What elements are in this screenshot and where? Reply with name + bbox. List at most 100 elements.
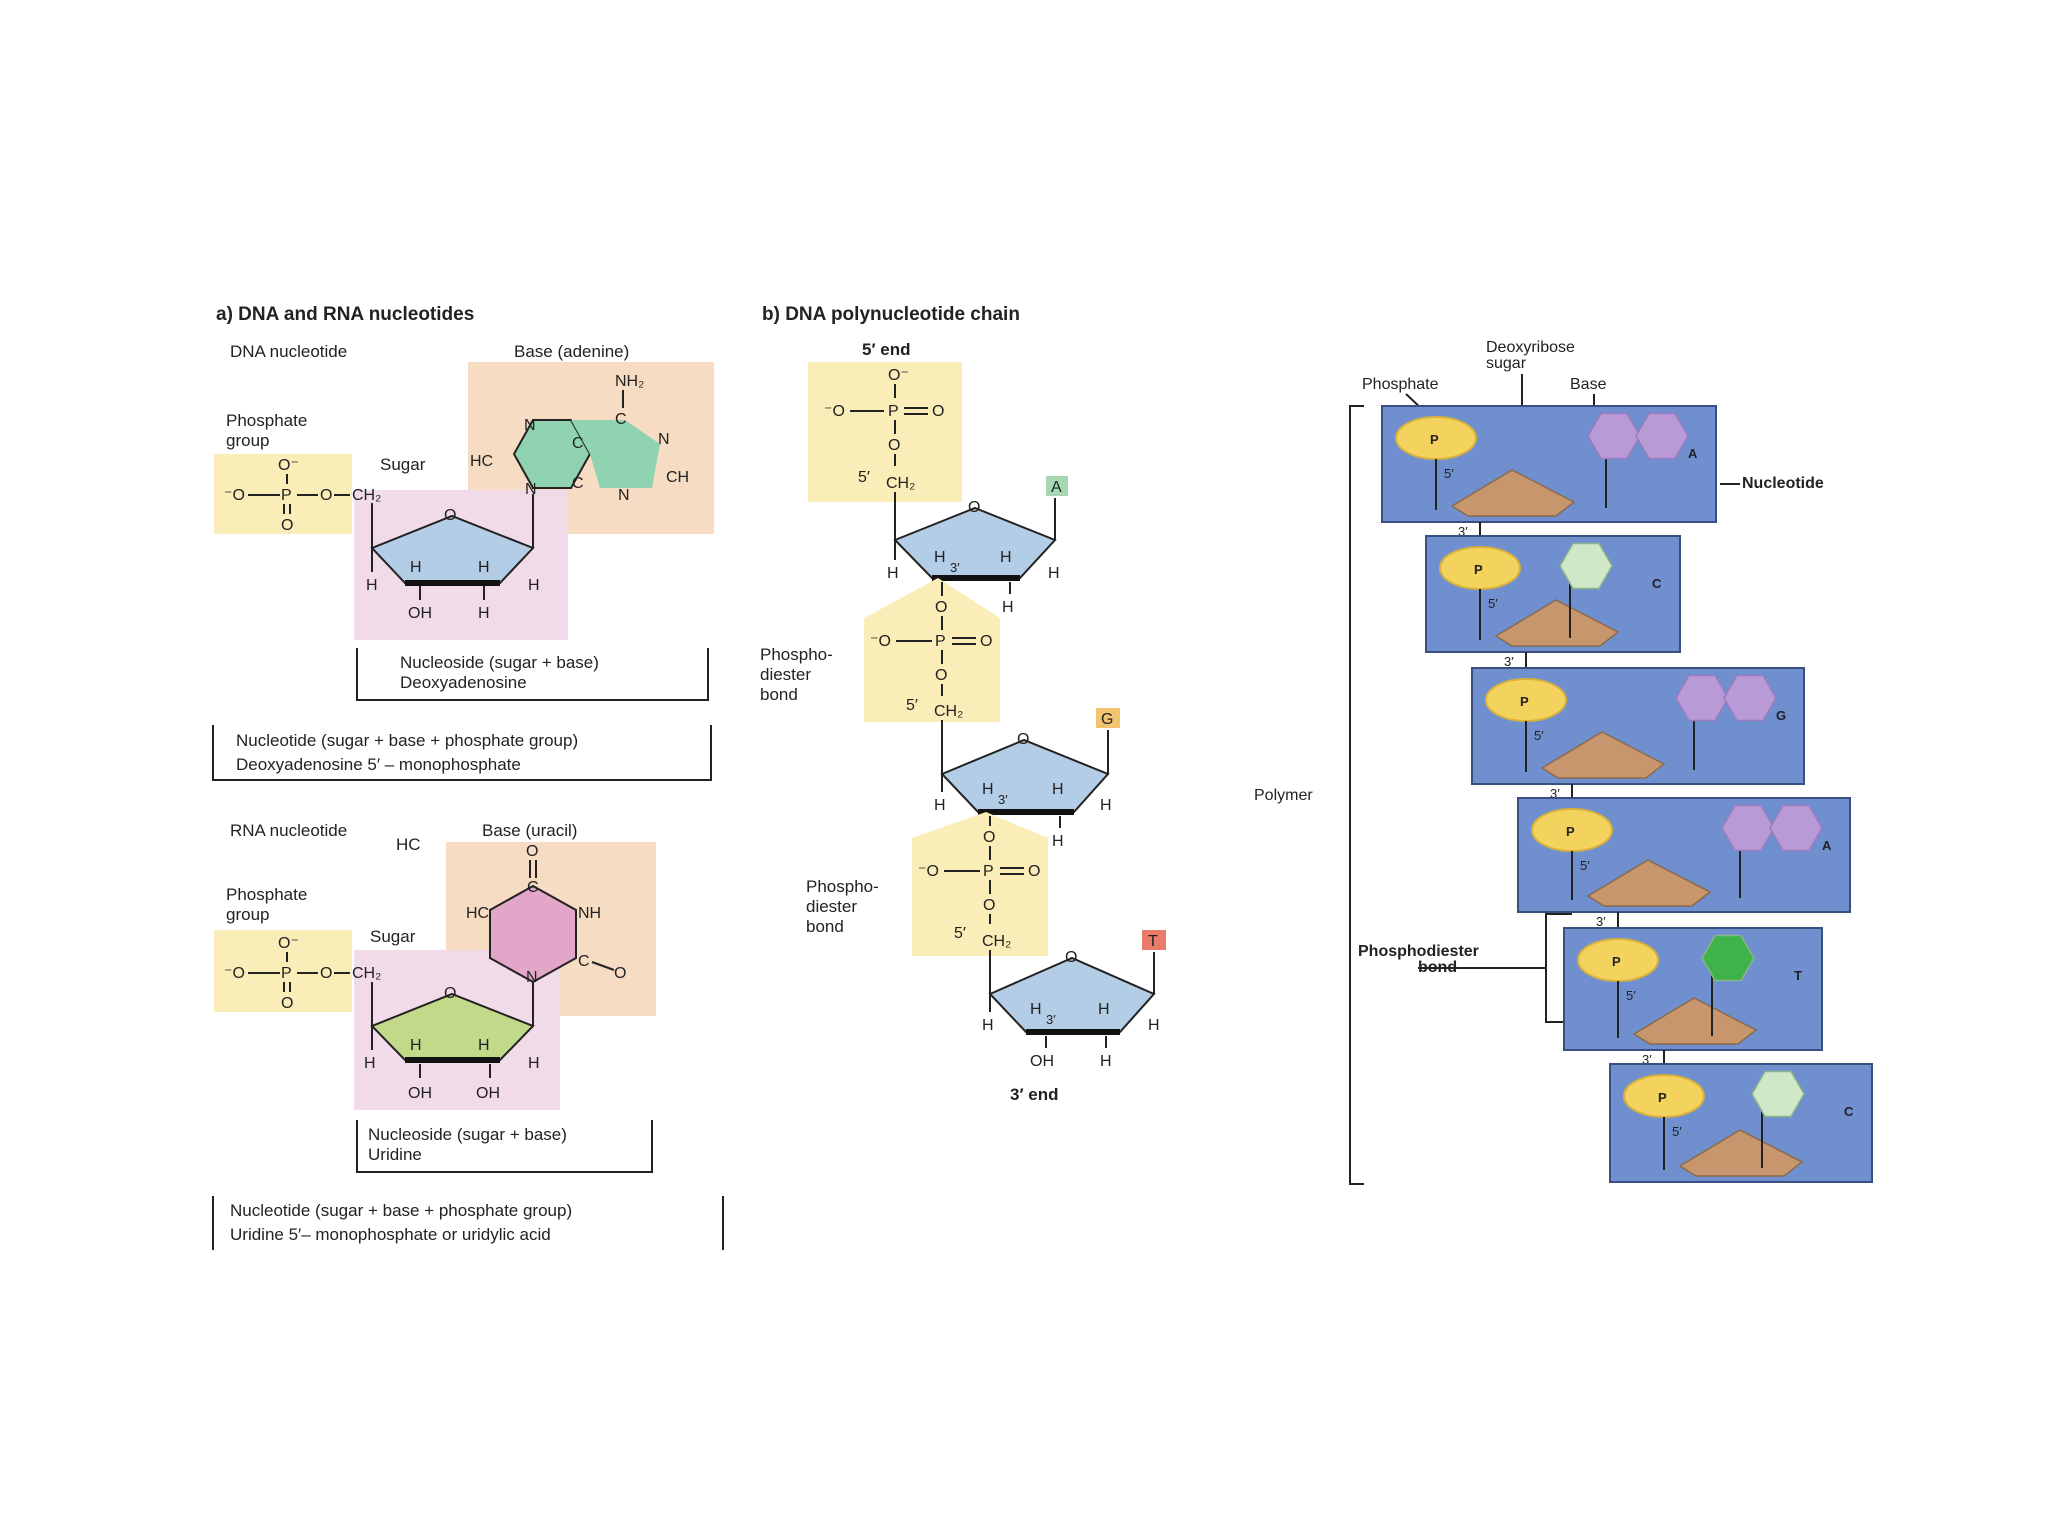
- dna-nucleoside-line-1: Nucleoside (sugar + base): [400, 653, 599, 672]
- dna-h-c1: H: [528, 577, 540, 594]
- chain-p1-bridge-o: O: [888, 437, 900, 454]
- dna-phosphorus: P: [281, 487, 292, 504]
- uracil-ring: [489, 884, 577, 984]
- rna-nucleotide-label: RNA nucleotide: [230, 821, 347, 840]
- rna-ch2: CH₂: [352, 965, 381, 982]
- sugar-pentagon-1: [1450, 469, 1576, 517]
- five-prime-end-label: 5′ end: [862, 340, 910, 359]
- base-letter-5: T: [1794, 968, 1802, 983]
- chain-p2-five-prime: 5′: [906, 697, 918, 714]
- adenine-n9: N: [525, 481, 537, 498]
- bond-label-1-line-3: bond: [760, 685, 798, 704]
- chain-p1-five-prime: 5′: [858, 469, 870, 486]
- chain-s2-three-prime: 3′: [998, 792, 1008, 807]
- uracil-nh: NH: [578, 905, 601, 922]
- dna-sugar-label: Sugar: [380, 455, 426, 474]
- chain-phosphate-1-background: [808, 362, 962, 502]
- chain-sugar-1: O H H H 3′ H H A: [887, 476, 1068, 616]
- dna-ch2: CH₂: [352, 487, 381, 504]
- bond-label-1-line-2: diester: [760, 665, 811, 684]
- adenine-hc8: HC: [470, 453, 493, 470]
- adenine-c5: C: [572, 435, 584, 452]
- deoxyribose-label-1: Deoxyribose: [1486, 339, 1575, 356]
- dna-nucleotide-line-2: Deoxyadenosine 5′ – monophosphate: [236, 755, 521, 774]
- base-hex-a-4: [1721, 804, 1775, 852]
- panel-c: Deoxyribose sugar Phosphate Base Nucleot…: [1254, 339, 1873, 1185]
- chain-p3-phosphorus: P: [983, 863, 994, 880]
- chain-p3-ch2: CH₂: [982, 933, 1011, 950]
- dna-phosphate-background: [214, 454, 352, 534]
- chain-base-tag-a: [1046, 476, 1068, 496]
- base-letter-2: C: [1652, 576, 1662, 591]
- base-letter-6: C: [1844, 1104, 1854, 1119]
- rna-sugar-label: Sugar: [370, 927, 416, 946]
- base-label: Base: [1570, 376, 1607, 393]
- dna-phosphate-label-2: group: [226, 431, 269, 450]
- base-hex-2: [1559, 542, 1613, 590]
- chain-s2-h-c2: H: [1052, 781, 1064, 798]
- chain-p2-phosphorus: P: [935, 633, 946, 650]
- rna-h-c3: H: [410, 1037, 422, 1054]
- bond-label-2-line-3: bond: [806, 917, 844, 936]
- dna-o-minus: O⁻: [278, 457, 299, 474]
- phosphate-p-2: P: [1474, 562, 1483, 577]
- bond-label-2-line-2: diester: [806, 897, 857, 916]
- chain-s1-ring-o: O: [968, 499, 980, 516]
- chain-base-tag-g: [1096, 708, 1120, 728]
- rna-h-c1: H: [528, 1055, 540, 1072]
- five-prime-2: 5′: [1488, 596, 1498, 611]
- dna-base-label: Base (adenine): [514, 342, 629, 361]
- deoxyribose-label-2: sugar: [1486, 355, 1527, 372]
- dna-h-c3-up: H: [410, 559, 422, 576]
- uracil-base: O C HC NH C O N: [466, 843, 626, 986]
- chain-s3-h-c2: H: [1098, 1001, 1110, 1018]
- base-hex-6: [1751, 1070, 1805, 1118]
- three-prime-end-label: 3′ end: [1010, 1085, 1058, 1104]
- rna-o-minus: O⁻: [278, 935, 299, 952]
- rna-base-label: Base (uracil): [482, 821, 577, 840]
- chain-p2-o-top: O: [935, 599, 947, 616]
- chain-s2-ring-o: O: [1017, 731, 1029, 748]
- rna-oh-c2: OH: [476, 1085, 500, 1102]
- base-hex-a-3: [1675, 674, 1729, 722]
- dna-nucleotide-line-1: Nucleotide (sugar + base + phosphate gro…: [236, 731, 578, 750]
- three-prime-3: 3′: [1550, 786, 1560, 801]
- adenine-nh2: NH₂: [615, 373, 644, 390]
- base-letter-3: G: [1776, 708, 1786, 723]
- chain-s3-h-right: H: [1148, 1017, 1160, 1034]
- chain-s3-h-down: H: [1100, 1053, 1112, 1070]
- chain-s1-h-c2: H: [1000, 549, 1012, 566]
- chain-p2-double-o: O: [980, 633, 992, 650]
- base-hex-b-1: [1635, 412, 1689, 460]
- chain-s2-h-left: H: [934, 797, 946, 814]
- five-prime-3: 5′: [1534, 728, 1544, 743]
- rna-h-c2: H: [478, 1037, 490, 1054]
- chain-s3-ring-o: O: [1065, 949, 1077, 966]
- dna-nucleotide-label: DNA nucleotide: [230, 342, 347, 361]
- rna-oh-c3: OH: [408, 1085, 432, 1102]
- adenine-n7: N: [524, 417, 536, 434]
- uracil-c2: C: [578, 953, 590, 970]
- five-prime-1: 5′: [1444, 466, 1454, 481]
- dna-h-c4: H: [366, 577, 378, 594]
- sugar-pentagon-3: [1540, 731, 1666, 779]
- rna-nucleotide-line-1: Nucleotide (sugar + base + phosphate gro…: [230, 1201, 572, 1220]
- rna-nucleoside-line-1: Nucleoside (sugar + base): [368, 1125, 567, 1144]
- chain-s1-h-c3: H: [934, 549, 946, 566]
- nucleotide-label: Nucleotide: [1742, 475, 1824, 492]
- chain-base-t: T: [1148, 933, 1158, 950]
- three-prime-2: 3′: [1504, 654, 1514, 669]
- phosphate-label: Phosphate: [1362, 376, 1439, 393]
- panel-b-title: b) DNA polynucleotide chain: [762, 304, 1020, 325]
- base-letter-1: A: [1688, 446, 1698, 461]
- base-hex-5: [1701, 934, 1755, 982]
- phosphate-p-4: P: [1566, 824, 1575, 839]
- nucleotide-stack: P5′A3′P5′C3′P5′G3′P5′A3′P5′T3′P5′C: [1381, 405, 1873, 1183]
- adenine-c6: C: [615, 411, 627, 428]
- rna-phosphate-label-1: Phosphate: [226, 885, 307, 904]
- chain-p1-phosphorus: P: [888, 403, 899, 420]
- phosphate-p-3: P: [1520, 694, 1529, 709]
- rna-phosphate-background: [214, 930, 352, 1012]
- dna-h-c2-up: H: [478, 559, 490, 576]
